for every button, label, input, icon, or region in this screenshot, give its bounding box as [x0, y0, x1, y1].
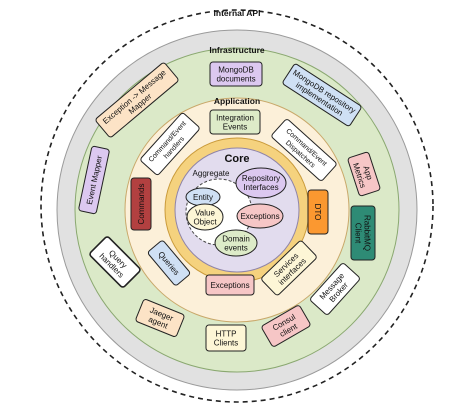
- svg-text:App: App: [361, 165, 374, 182]
- http-clients: HTTP Clients: [205, 324, 247, 352]
- svg-text:Events: Events: [223, 123, 247, 132]
- app-metrics: App Metrics: [347, 151, 381, 197]
- rabbitmq-client: RabbitMQ Client: [350, 205, 376, 261]
- svg-text:MongoDB: MongoDB: [218, 66, 254, 75]
- svg-text:HTTP: HTTP: [216, 330, 237, 339]
- svg-text:Object: Object: [193, 218, 217, 227]
- commands: Commands: [130, 177, 152, 231]
- command-event-handlers: Command/Event handlers: [140, 112, 200, 176]
- svg-text:Clients: Clients: [214, 339, 238, 348]
- consul-client: Consul client: [261, 305, 311, 347]
- internal-api-title: Internal API: [214, 8, 261, 18]
- svg-text:Repository: Repository: [242, 174, 280, 183]
- svg-text:events: events: [224, 244, 248, 253]
- integration-events: Integration Events: [209, 109, 261, 135]
- core-items: Repository Interfaces Entity Value Objec…: [185, 167, 287, 257]
- svg-text:Domain: Domain: [222, 235, 250, 244]
- svg-text:Interfaces: Interfaces: [243, 183, 278, 192]
- svg-text:Integration: Integration: [216, 114, 254, 123]
- exceptions-core: Exceptions: [236, 203, 284, 229]
- application-items: Integration Events Command/Event Dispatc…: [130, 109, 337, 296]
- svg-text:DTO: DTO: [313, 204, 322, 221]
- repository-interfaces: Repository Interfaces: [235, 167, 287, 199]
- services-interfaces: Services interfaces: [261, 240, 317, 296]
- svg-text:documents: documents: [216, 75, 255, 84]
- entity: Entity: [185, 187, 221, 207]
- svg-text:Value: Value: [195, 209, 215, 218]
- svg-text:Exceptions: Exceptions: [240, 212, 279, 221]
- svg-text:Exceptions: Exceptions: [210, 281, 249, 290]
- exceptions-app: Exceptions: [205, 274, 255, 296]
- svg-text:Client: Client: [354, 223, 363, 244]
- core-ring-title: Core: [224, 153, 249, 165]
- mongodb-documents: MongoDB documents: [209, 61, 263, 87]
- event-mapper: Event Mapper: [78, 145, 110, 215]
- application-ring-title: Application: [214, 96, 260, 106]
- aggregate-label: Aggregate: [193, 169, 230, 178]
- svg-text:RabbitMQ: RabbitMQ: [363, 215, 372, 251]
- infrastructure-ring-title: Infrastructure: [209, 45, 265, 55]
- svg-text:Entity: Entity: [193, 193, 213, 202]
- domain-events: Domain events: [214, 229, 258, 257]
- dto: DTO: [307, 189, 329, 235]
- value-object: Value Object: [186, 203, 224, 231]
- svg-text:Commands: Commands: [137, 184, 146, 225]
- jaeger-agent: Jaeger agent: [135, 299, 185, 337]
